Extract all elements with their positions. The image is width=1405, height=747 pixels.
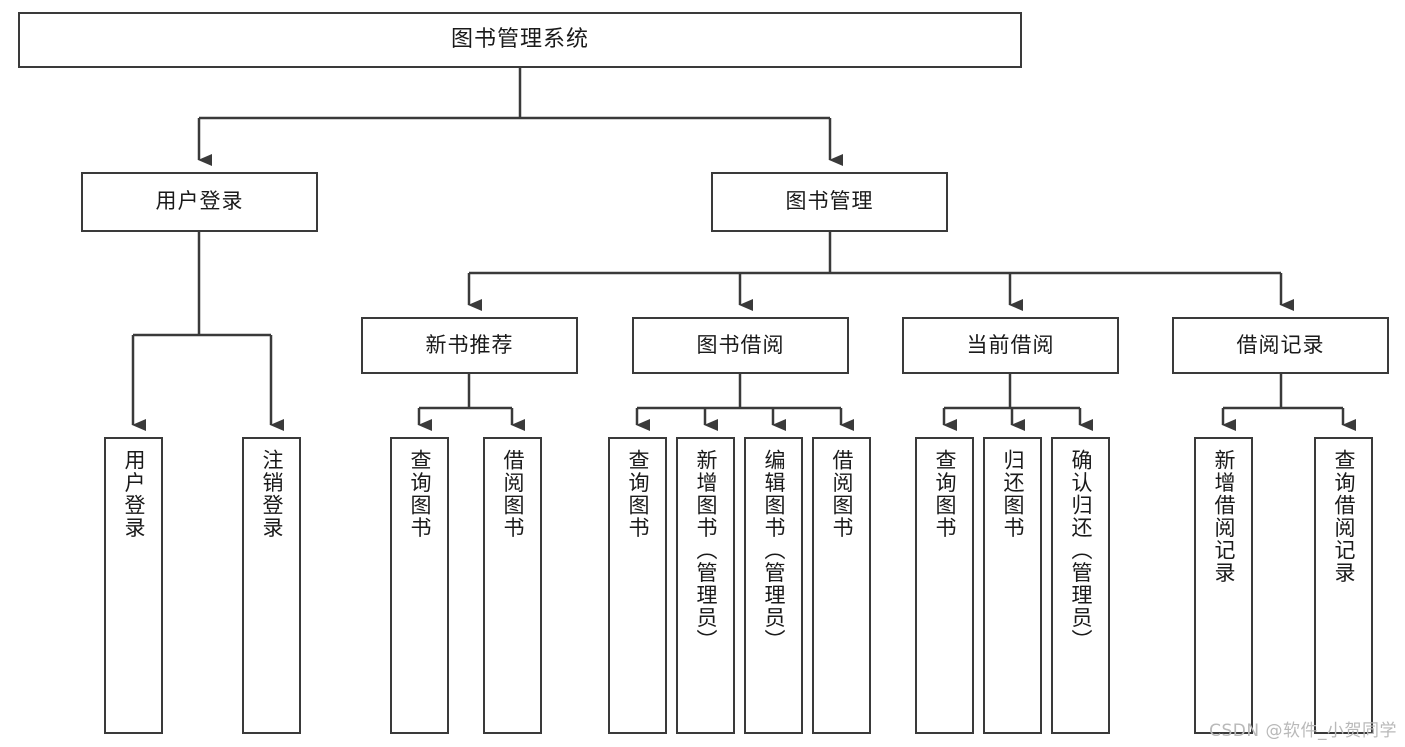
node-leaf-user-login[interactable]: 用户登录 [104,437,163,734]
node-leaf-query-book-1[interactable]: 查询图书 [390,437,449,734]
node-leaf-borrow-book-2[interactable]: 借阅图书 [812,437,871,734]
node-current-borrow-label: 当前借阅 [966,332,1055,357]
node-user-login-label: 用户登录 [155,189,244,214]
node-leaf-return-book[interactable]: 归还图书 [983,437,1042,734]
node-new-book-rec[interactable]: 新书推荐 [361,317,578,374]
node-leaf-confirm-return-label: 确认归还（管理员） [1069,449,1093,652]
node-leaf-edit-book-label: 编辑图书（管理员） [762,449,786,652]
watermark-text: CSDN @软件_小贺同学 [1209,721,1397,741]
node-book-borrow-label: 图书借阅 [696,332,785,357]
node-borrow-record-label: 借阅记录 [1236,332,1325,357]
node-new-book-rec-label: 新书推荐 [425,332,514,357]
node-leaf-return-book-label: 归还图书 [1001,449,1025,539]
node-leaf-query-book-3-label: 查询图书 [933,449,957,539]
node-book-manage-label: 图书管理 [785,189,874,214]
node-leaf-edit-book[interactable]: 编辑图书（管理员） [744,437,803,734]
node-leaf-query-book-1-label: 查询图书 [408,449,432,539]
node-leaf-add-book[interactable]: 新增图书（管理员） [676,437,735,734]
node-leaf-user-login-label: 用户登录 [122,449,146,539]
node-book-manage[interactable]: 图书管理 [711,172,948,232]
node-borrow-record[interactable]: 借阅记录 [1172,317,1389,374]
node-leaf-query-record-label: 查询借阅记录 [1332,449,1356,584]
node-leaf-logout-label: 注销登录 [260,449,284,539]
node-leaf-add-record[interactable]: 新增借阅记录 [1194,437,1253,734]
node-leaf-add-record-label: 新增借阅记录 [1212,449,1236,584]
node-leaf-borrow-book-1-label: 借阅图书 [501,449,525,539]
node-leaf-query-book-2-label: 查询图书 [626,449,650,539]
node-book-borrow[interactable]: 图书借阅 [632,317,849,374]
node-leaf-borrow-book-1[interactable]: 借阅图书 [483,437,542,734]
node-root-label: 图书管理系统 [450,26,589,52]
node-leaf-query-record[interactable]: 查询借阅记录 [1314,437,1373,734]
node-leaf-logout[interactable]: 注销登录 [242,437,301,734]
node-user-login[interactable]: 用户登录 [81,172,318,232]
node-leaf-query-book-2[interactable]: 查询图书 [608,437,667,734]
node-leaf-confirm-return[interactable]: 确认归还（管理员） [1051,437,1110,734]
node-leaf-query-book-3[interactable]: 查询图书 [915,437,974,734]
node-current-borrow[interactable]: 当前借阅 [902,317,1119,374]
node-root[interactable]: 图书管理系统 [18,12,1022,68]
node-leaf-add-book-label: 新增图书（管理员） [694,449,718,652]
node-leaf-borrow-book-2-label: 借阅图书 [830,449,854,539]
